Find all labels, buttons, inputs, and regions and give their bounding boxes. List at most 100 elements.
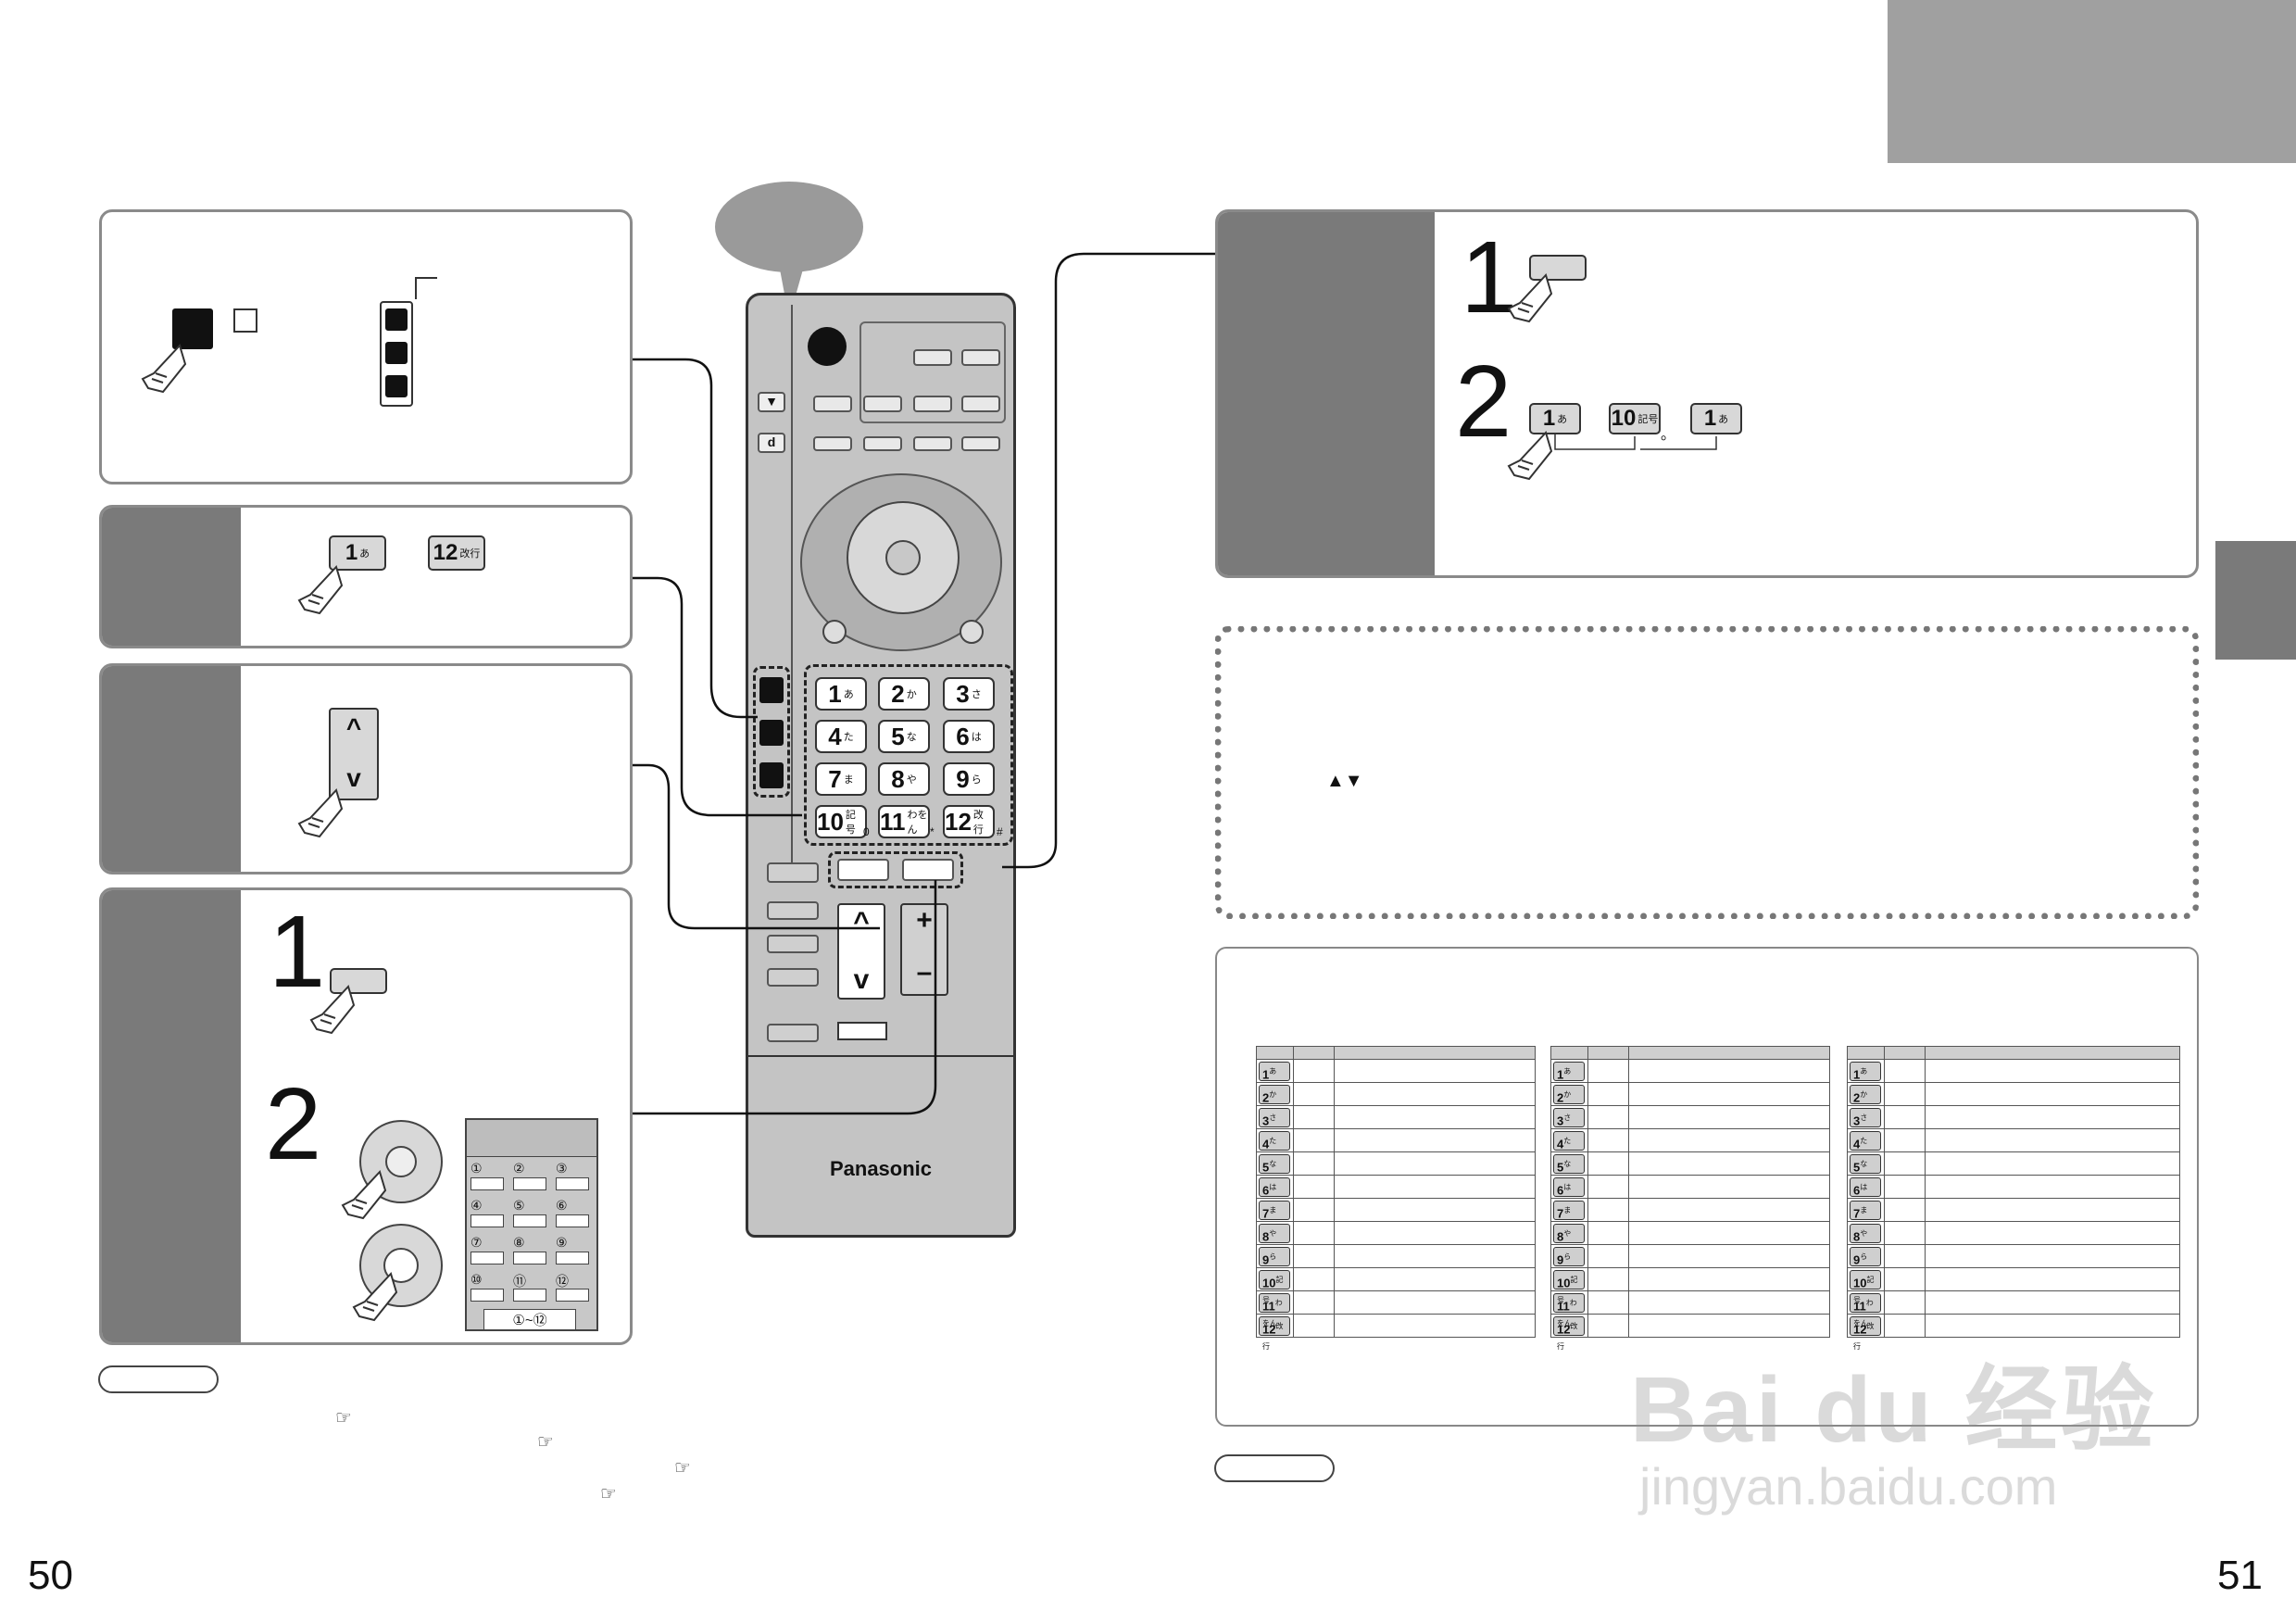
panel-side-bar	[102, 666, 241, 872]
table-row: 12改行	[1550, 1314, 1830, 1351]
vol-minus: –	[916, 957, 933, 988]
volume-rocker[interactable]: + –	[900, 903, 948, 996]
step-one: 1	[1461, 220, 1518, 334]
slide-switch[interactable]	[837, 1022, 887, 1040]
black-key[interactable]	[759, 677, 784, 703]
table-key: 9ら	[1553, 1246, 1585, 1266]
panel-side-bar	[102, 508, 241, 646]
d-button[interactable]: d	[758, 433, 785, 453]
table-key: 6は	[1553, 1176, 1585, 1197]
table-key: 9ら	[1850, 1246, 1881, 1266]
remote-divider	[748, 1055, 1013, 1057]
pointer-icon: ☞	[674, 1458, 691, 1478]
brand-logo: Panasonic	[829, 1157, 933, 1180]
key-last-num: 12	[433, 540, 458, 565]
table-row: 3さ	[1847, 1105, 2180, 1129]
channel-rocker[interactable]: ^ v	[837, 903, 885, 1000]
table-key: 3さ	[1259, 1107, 1290, 1127]
table-row: 4た	[1256, 1128, 1536, 1152]
header-tab	[1888, 0, 2296, 163]
power-button[interactable]	[808, 327, 847, 366]
table-row: 8や	[1550, 1221, 1830, 1245]
key-stack	[380, 301, 413, 407]
cycle-arrows	[1554, 434, 1717, 450]
ok-button[interactable]	[885, 540, 921, 575]
side-button[interactable]	[767, 935, 819, 953]
side-button[interactable]	[767, 901, 819, 920]
exit-button[interactable]	[960, 620, 984, 644]
table-key: 12改行	[1553, 1315, 1585, 1351]
table-key: 8や	[1259, 1223, 1290, 1243]
color-button[interactable]	[961, 436, 1000, 451]
dpad[interactable]	[847, 501, 960, 614]
broadcast-button[interactable]	[813, 396, 852, 412]
black-key	[172, 308, 213, 349]
hand-icon	[292, 786, 347, 842]
input-button[interactable]	[961, 349, 1000, 366]
table-row: 9ら	[1847, 1244, 2180, 1268]
grid-cell-label: ⑦	[470, 1235, 483, 1250]
table-key: 12改行	[1259, 1315, 1290, 1351]
hand-icon	[1501, 429, 1557, 484]
return-button[interactable]	[822, 620, 847, 644]
color-button[interactable]	[913, 436, 952, 451]
hand-icon	[1501, 271, 1557, 327]
table-row: 5な	[1847, 1151, 2180, 1176]
grid-cell	[470, 1252, 504, 1264]
page-number-left: 50	[28, 1553, 73, 1598]
white-button[interactable]	[902, 859, 954, 881]
color-button[interactable]	[863, 436, 902, 451]
key-twelve-sub: #	[997, 825, 1003, 838]
antenna-button[interactable]: ▼	[758, 392, 785, 412]
watermark-url: jingyan.baidu.com	[1639, 1457, 2058, 1516]
grid-cell-label: ⑧	[513, 1235, 525, 1250]
grid-cell-label: ②	[513, 1161, 525, 1176]
white-button[interactable]	[837, 859, 889, 881]
table-row: 4た	[1550, 1128, 1830, 1152]
grid-cell	[513, 1177, 546, 1190]
table-row: 8や	[1847, 1221, 2180, 1245]
side-button[interactable]	[767, 968, 819, 987]
table-row: 2か	[1847, 1082, 2180, 1106]
bracket-top	[415, 277, 437, 279]
table-key: 4た	[1553, 1130, 1585, 1151]
broadcast-button[interactable]	[913, 396, 952, 412]
broadcast-button[interactable]	[863, 396, 902, 412]
table-header	[1847, 1046, 2180, 1060]
black-key[interactable]	[759, 762, 784, 788]
table-row: 7ま	[1256, 1198, 1536, 1222]
input-button[interactable]	[913, 349, 952, 366]
speech-bubble	[715, 182, 863, 272]
side-button[interactable]	[767, 1024, 819, 1042]
table-key: 5な	[1259, 1153, 1290, 1174]
black-key[interactable]	[759, 720, 784, 746]
panel-select-input	[99, 209, 633, 484]
color-button[interactable]	[813, 436, 852, 451]
key-eleven-sub: *	[930, 825, 935, 838]
step-two: 2	[265, 1067, 322, 1181]
broadcast-button[interactable]	[961, 396, 1000, 412]
grid-cell	[556, 1214, 589, 1227]
hand-icon	[346, 1270, 402, 1326]
lower-left-button[interactable]	[767, 862, 819, 883]
